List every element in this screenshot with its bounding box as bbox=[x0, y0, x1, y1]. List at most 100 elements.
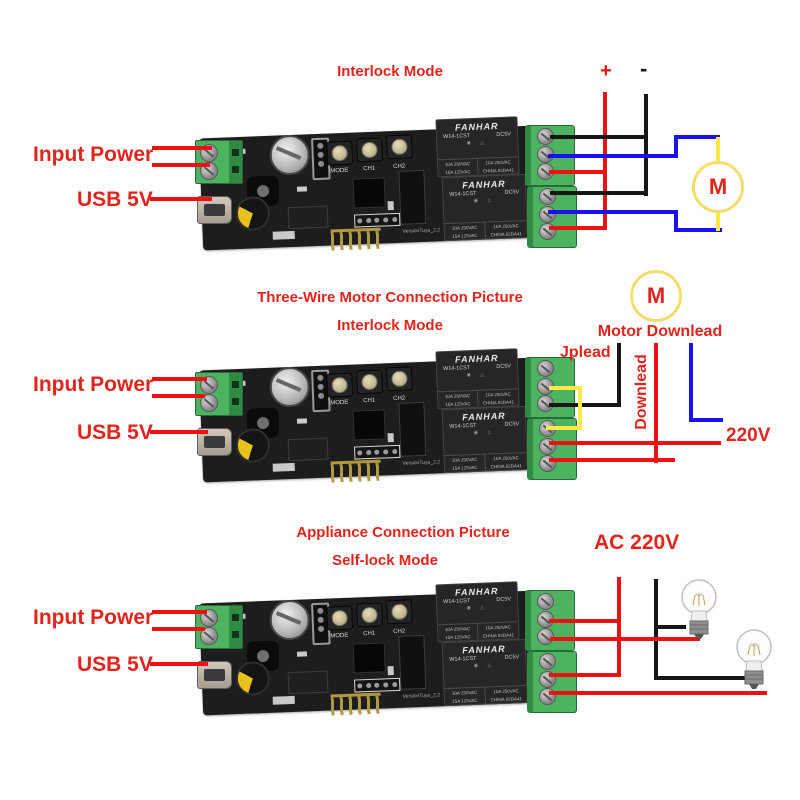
driver-ic bbox=[398, 169, 427, 225]
pcb-body: MODE CH1 CH2 VersionTuya_2.2 FANHAR W14-… bbox=[198, 581, 540, 716]
terminal-screw bbox=[537, 628, 554, 645]
silkscreen-mark bbox=[296, 651, 308, 657]
wire-blue-to-motor-bottom bbox=[674, 228, 722, 232]
wire-red-220v bbox=[549, 441, 721, 445]
silkscreen-mark bbox=[272, 462, 295, 472]
light-bulb-2 bbox=[735, 628, 773, 692]
soic-ic bbox=[287, 670, 329, 695]
relay-rating: CHINA 92DA41 bbox=[490, 462, 523, 469]
electrolytic-capacitor bbox=[268, 366, 311, 408]
relay-rating: CHINA 92DA41 bbox=[482, 166, 515, 174]
relay-2: FANHAR W14-1CST DC5V ◉ △ 10A 250VAC 10A … bbox=[441, 405, 529, 474]
electrolytic-capacitor bbox=[268, 599, 311, 641]
wire-red-terminal6-to-bulb2 bbox=[549, 691, 767, 695]
wifi-chip bbox=[352, 409, 386, 441]
wire-red-downlead-vertical bbox=[654, 343, 658, 463]
input-power-label: Input Power bbox=[33, 373, 154, 396]
terminal-screw bbox=[200, 627, 218, 645]
output-terminal-block-2 bbox=[527, 186, 577, 248]
ch2-button bbox=[385, 134, 413, 160]
terminal-side bbox=[229, 606, 242, 648]
usb-leader-line bbox=[150, 662, 208, 666]
relay-ratings: 10A 250VAC 10A 250VAC 15A 125VAC CHINA 9… bbox=[444, 219, 527, 241]
wire-blue-vertical bbox=[689, 343, 693, 422]
soic-ic bbox=[287, 437, 329, 462]
relay-2: FANHAR W14-1CST DC5V ◉ △ 10A 250VAC 10A … bbox=[441, 638, 529, 707]
version-silkscreen: VersionTuya_2.2 bbox=[402, 227, 441, 235]
program-header bbox=[354, 677, 401, 693]
relay-voltage: DC5V bbox=[496, 131, 512, 139]
wire-black-to-bulb2 bbox=[656, 676, 752, 680]
plus-label: + bbox=[600, 60, 612, 82]
wire-blue-terminal2 bbox=[548, 154, 678, 158]
wifi-antenna bbox=[330, 227, 382, 251]
relay-rating: 15A 125VAC bbox=[438, 398, 479, 409]
ch2-button bbox=[385, 599, 413, 625]
soic-ic bbox=[287, 205, 329, 230]
silkscreen-mark bbox=[387, 201, 394, 211]
wifi-chip bbox=[352, 642, 386, 674]
relay-model: W14-1CST bbox=[442, 365, 471, 373]
version-silkscreen: VersionTuya_2.2 bbox=[402, 459, 441, 467]
wifi-chip bbox=[352, 177, 386, 209]
input-power-leader-line bbox=[152, 394, 205, 398]
relay-1: FANHAR W14-1CST DC5V ◉ △ 10A 250VAC 10A … bbox=[435, 348, 520, 410]
terminal-hole bbox=[232, 631, 239, 638]
wire-black-terminal1 bbox=[550, 135, 648, 139]
uplead-label: Jplead bbox=[560, 344, 611, 361]
silkscreen-mark bbox=[387, 666, 394, 676]
ch1-button bbox=[356, 369, 383, 395]
terminal-screw bbox=[537, 593, 554, 610]
terminal-hole bbox=[232, 614, 239, 621]
motor-letter: M bbox=[708, 174, 728, 199]
pcb-body: MODE CH1 CH2 VersionTuya_2.2 FANHAR W14-… bbox=[198, 348, 540, 483]
bulb-graphic bbox=[681, 579, 717, 639]
relay-rating: CHINA 92DA41 bbox=[482, 631, 515, 639]
input-power-label: Input Power bbox=[33, 143, 154, 166]
wire-red-plus-vertical bbox=[603, 92, 607, 230]
terminal-hole bbox=[232, 149, 239, 156]
terminal-screw bbox=[539, 653, 556, 670]
wire-red-live-vertical bbox=[617, 577, 621, 677]
light-bulb-1 bbox=[680, 578, 718, 642]
wire-red-terminal3-to-bulb1 bbox=[550, 637, 700, 641]
terminal-side bbox=[229, 141, 242, 183]
mode-button bbox=[326, 372, 354, 398]
relay-model: W14-1CST bbox=[442, 133, 471, 141]
diagram-title-line2: Interlock Mode bbox=[337, 317, 443, 334]
relay-rating: 15A 125VAC bbox=[444, 695, 487, 706]
input-power-label: Input Power bbox=[33, 606, 154, 629]
wire-black-terminal3 bbox=[549, 403, 621, 407]
bulb-graphic bbox=[736, 629, 772, 689]
mode-button bbox=[326, 140, 354, 166]
diagram-title-line1: Appliance Connection Picture bbox=[296, 524, 510, 541]
silkscreen-mark bbox=[272, 695, 295, 705]
terminal-hole bbox=[232, 166, 239, 173]
terminal-side bbox=[229, 373, 242, 415]
program-header bbox=[354, 212, 401, 228]
terminal-hole bbox=[232, 381, 239, 388]
silkscreen-mark bbox=[272, 230, 295, 240]
relay-voltage: DC5V bbox=[496, 596, 512, 604]
diagram-title: Interlock Mode bbox=[337, 63, 443, 80]
wifi-antenna bbox=[330, 459, 382, 483]
driver-ic bbox=[398, 634, 427, 690]
usb-5v-label: USB 5V bbox=[77, 188, 153, 211]
terminal-screw bbox=[200, 394, 218, 412]
relay-ratings: 10A 250VAC 10A 250VAC 15A 125VAC CHINA 9… bbox=[444, 684, 527, 706]
pcb-body: MODE CH1 CH2 VersionTuya_2.2 FANHAR W14-… bbox=[198, 116, 540, 251]
wire-blue-riser-bottom bbox=[674, 210, 678, 232]
relay-ratings: 10A 250VAC 10A 250VAC 15A 125VAC CHINA 9… bbox=[437, 388, 519, 409]
ac-220v-label: AC 220V bbox=[594, 531, 680, 554]
electrolytic-capacitor bbox=[268, 134, 311, 176]
usb-5v-label: USB 5V bbox=[77, 421, 153, 444]
relay-1: FANHAR W14-1CST DC5V ◉ △ 10A 250VAC 10A … bbox=[435, 581, 520, 643]
relay-board: MODE CH1 CH2 VersionTuya_2.2 FANHAR W14-… bbox=[195, 348, 577, 483]
relay-1: FANHAR W14-1CST DC5V ◉ △ 10A 250VAC 10A … bbox=[435, 116, 520, 178]
relay-ratings: 10A 250VAC 10A 250VAC 15A 125VAC CHINA 9… bbox=[437, 621, 519, 642]
wire-blue-terminal5 bbox=[548, 210, 678, 214]
silkscreen-mark bbox=[296, 186, 308, 192]
relay-rating: 15A 125VAC bbox=[438, 631, 479, 642]
input-power-leader-line bbox=[152, 163, 210, 167]
